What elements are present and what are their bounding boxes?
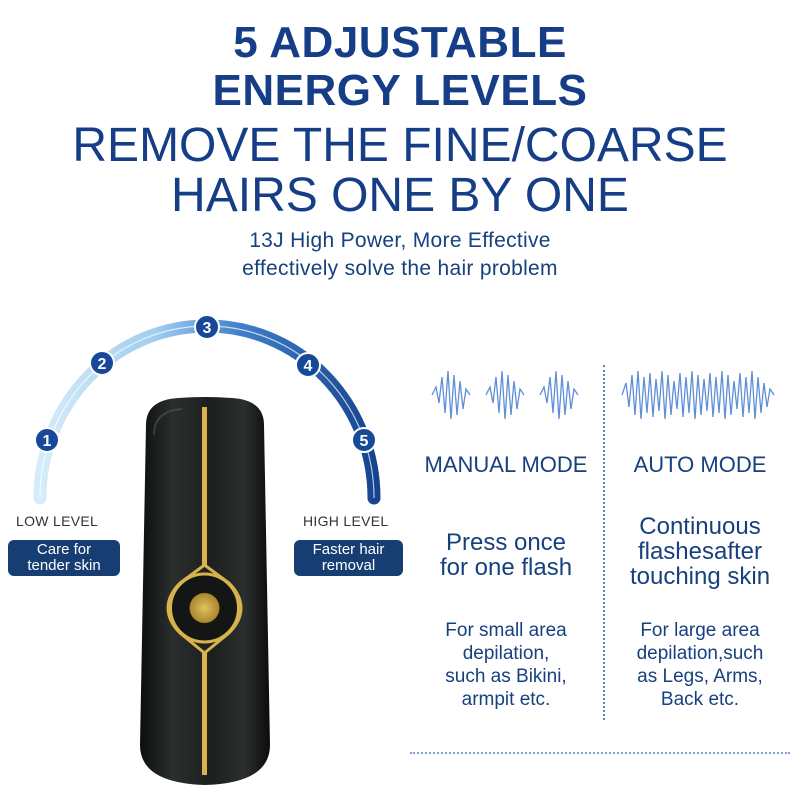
high-level-label: HIGH LEVEL bbox=[303, 513, 389, 529]
auto-detail-line-1: For large area bbox=[640, 620, 760, 641]
manual-detail-line-3: such as Bikini, bbox=[445, 666, 567, 687]
bottom-divider bbox=[410, 752, 790, 754]
level-number-2: 2 bbox=[98, 356, 107, 373]
level-number-4: 4 bbox=[304, 358, 313, 375]
level-number-1: 1 bbox=[43, 433, 52, 450]
auto-desc-line-2: flashesafter bbox=[637, 538, 763, 565]
manual-mode-detail: For small area depilation, such as Bikin… bbox=[412, 619, 600, 711]
auto-desc-line-1: Continuous bbox=[639, 513, 761, 540]
auto-detail-line-4: Back etc. bbox=[660, 689, 740, 710]
wave-pulse-icon bbox=[431, 370, 579, 420]
low-badge-line-1: Care for bbox=[36, 541, 92, 558]
power-button bbox=[189, 593, 220, 623]
mode-divider bbox=[603, 365, 605, 720]
ipl-device-image bbox=[140, 397, 270, 785]
level-dot-2: 2 bbox=[89, 350, 115, 376]
level-dot-1: 1 bbox=[34, 427, 60, 453]
high-level-badge: Faster hair removal bbox=[294, 540, 403, 576]
level-dot-5: 5 bbox=[351, 427, 377, 453]
manual-desc-line-2: for one flash bbox=[439, 554, 573, 581]
manual-detail-line-4: armpit etc. bbox=[461, 689, 551, 710]
auto-mode-detail: For large area depilation,such as Legs, … bbox=[610, 619, 790, 711]
low-level-badge: Care for tender skin bbox=[8, 540, 120, 576]
auto-mode-description: Continuous flashesafter touching skin bbox=[610, 514, 790, 589]
subheadline-line-2: effectively solve the hair problem bbox=[242, 257, 558, 280]
subheadline-line-1: 13J High Power, More Effective bbox=[249, 229, 551, 252]
manual-desc-line-1: Press once bbox=[445, 529, 567, 556]
auto-detail-line-3: as Legs, Arms, bbox=[637, 666, 763, 687]
auto-mode-title: AUTO MODE bbox=[633, 452, 767, 477]
headline-line-3: REMOVE THE FINE/COARSE bbox=[72, 119, 728, 172]
auto-desc-line-3: touching skin bbox=[629, 563, 771, 590]
high-badge-line-1: Faster hair bbox=[312, 541, 385, 558]
headline-line-2: ENERGY LEVELS bbox=[212, 66, 588, 115]
auto-detail-line-2: depilation,such bbox=[636, 643, 764, 664]
wave-continuous-icon bbox=[621, 370, 775, 420]
manual-detail-line-1: For small area bbox=[445, 620, 567, 641]
manual-mode-title: MANUAL MODE bbox=[424, 452, 588, 477]
manual-detail-line-2: depilation, bbox=[462, 643, 550, 664]
low-badge-line-2: tender skin bbox=[27, 557, 101, 574]
level-dot-4: 4 bbox=[295, 352, 321, 378]
manual-mode-description: Press once for one flash bbox=[412, 530, 600, 580]
level-number-3: 3 bbox=[203, 320, 212, 337]
level-number-5: 5 bbox=[360, 433, 369, 450]
headline-line-4: HAIRS ONE BY ONE bbox=[171, 169, 629, 222]
high-badge-line-2: removal bbox=[321, 557, 376, 574]
level-arc: 1 2 3 4 5 bbox=[33, 314, 381, 505]
headline-line-1: 5 ADJUSTABLE bbox=[233, 18, 567, 67]
low-level-label: LOW LEVEL bbox=[16, 513, 99, 529]
level-dot-3: 3 bbox=[194, 314, 220, 340]
